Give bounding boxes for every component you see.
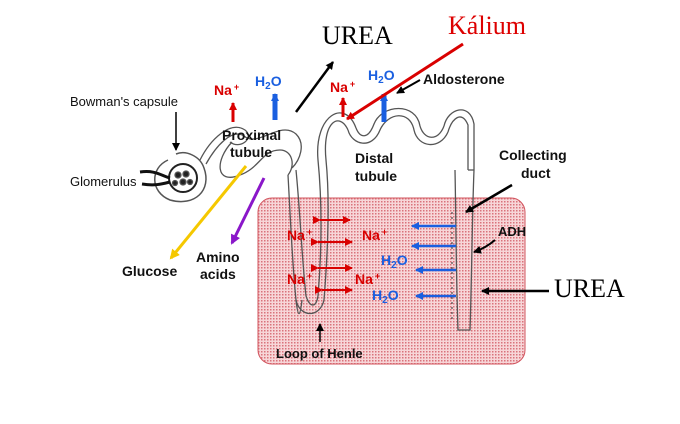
nephron-tubule bbox=[139, 108, 475, 331]
svg-text:H2O: H2O bbox=[368, 67, 395, 86]
aldosterone-arrow bbox=[396, 79, 421, 94]
amino-acids-arrow bbox=[230, 177, 266, 245]
glucose-arrow bbox=[169, 165, 248, 260]
urea-secretion-arrow bbox=[294, 61, 335, 113]
proximal-tubule-label: Proximal tubule bbox=[222, 127, 285, 160]
bowmans-capsule-label: Bowman's capsule bbox=[70, 94, 178, 109]
urea-right-label: UREA bbox=[554, 274, 625, 303]
kalium-label: Kálium bbox=[448, 11, 526, 40]
adh-label: ADH bbox=[498, 224, 526, 239]
na-reabsorption-proximal: Na+ bbox=[214, 82, 239, 122]
urea-top-label: UREA bbox=[322, 21, 393, 50]
amino-acids-label: Amino acids bbox=[196, 249, 243, 282]
glucose-label: Glucose bbox=[122, 263, 177, 279]
na-medulla-label-2: Na+ bbox=[362, 227, 387, 243]
svg-text:Na+: Na+ bbox=[330, 79, 355, 95]
distal-tubule-label: Distal tubule bbox=[355, 150, 397, 184]
glomerulus-label: Glomerulus bbox=[70, 174, 137, 189]
collecting-duct-label: Collecting duct bbox=[499, 147, 571, 181]
na-reabsorption-distal: Na+ bbox=[330, 79, 355, 117]
h2o-reabsorption-proximal: H2O bbox=[255, 73, 282, 120]
h2o-medulla-label-2: H2O bbox=[372, 287, 399, 306]
loop-of-henle-label: Loop of Henle bbox=[276, 346, 363, 361]
collecting-duct-pointer bbox=[465, 183, 513, 214]
na-medulla-label-4: Na+ bbox=[355, 271, 380, 287]
medulla-water-exchange bbox=[411, 222, 456, 300]
na-medulla-label-3: Na+ bbox=[287, 271, 312, 287]
na-medulla-label-1: Na+ bbox=[287, 227, 312, 243]
medulla-sodium-exchange bbox=[311, 216, 353, 294]
h2o-medulla-label-1: H2O bbox=[381, 252, 408, 271]
adh-pointer bbox=[473, 239, 496, 254]
svg-text:H2O: H2O bbox=[255, 73, 282, 92]
svg-text:Na+: Na+ bbox=[214, 82, 239, 98]
aldosterone-label: Aldosterone bbox=[423, 71, 505, 87]
kalium-arrow bbox=[346, 42, 464, 121]
h2o-reabsorption-distal: H2O bbox=[368, 67, 395, 122]
